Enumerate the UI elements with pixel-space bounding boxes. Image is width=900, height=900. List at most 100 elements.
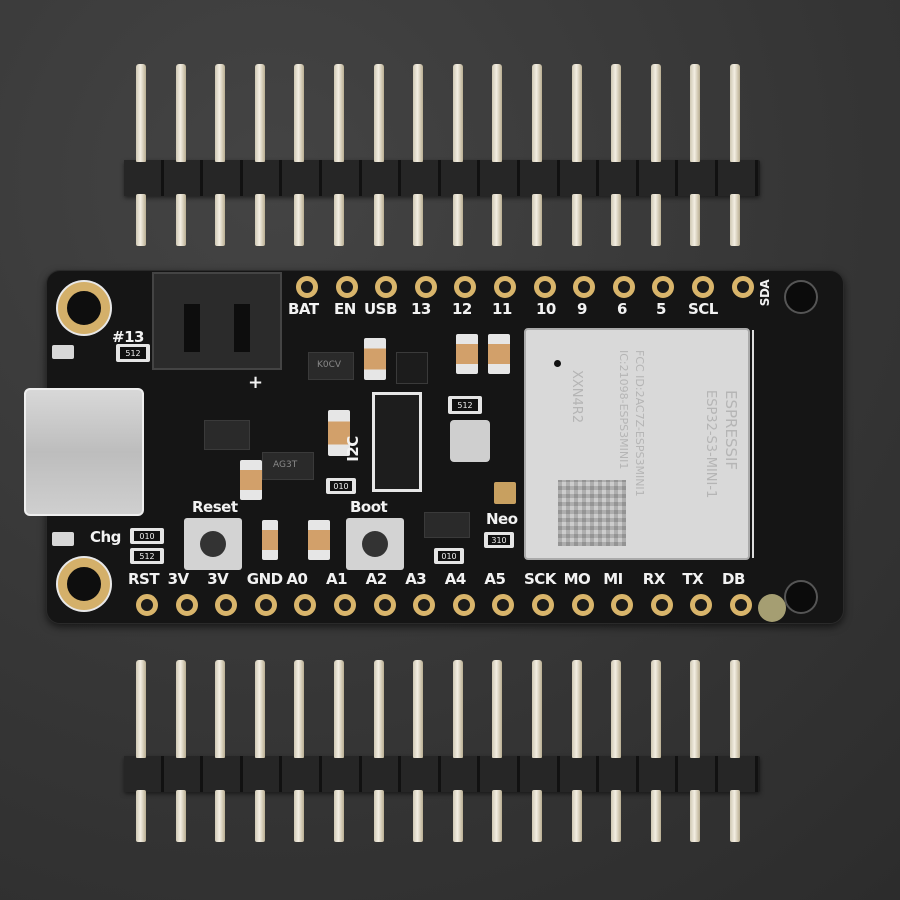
top-pin-label: 11 [492, 300, 512, 318]
header-pin [413, 194, 424, 246]
top-pin-label: EN [334, 300, 356, 318]
header-pin [730, 64, 740, 162]
pin-hole-bottom [294, 594, 317, 616]
header-pin [294, 660, 305, 758]
mounting-hole-top-left [58, 282, 110, 334]
capacitor [456, 334, 478, 374]
pin-hole-top [335, 276, 358, 298]
pin1-dot [554, 360, 561, 367]
header-pin [254, 64, 265, 162]
pin-hole-top [731, 276, 754, 298]
environment-sensor [450, 420, 490, 462]
top-pin-label: 10 [536, 300, 556, 318]
header-pin [215, 790, 226, 842]
top-pin-label: 13 [411, 300, 431, 318]
header-pin [611, 64, 622, 162]
header-pin [611, 660, 622, 758]
pcb-antenna [752, 330, 838, 558]
battery-jst-connector [152, 272, 282, 370]
top-pin-header [0, 64, 900, 254]
header-pin [492, 660, 503, 758]
esp32-s3-mini-module: ESPRESSIF ESP32-S3-MINI-1 FCC ID:2AC7Z-E… [524, 328, 750, 560]
capacitor [262, 520, 278, 560]
boot-button[interactable] [346, 518, 404, 570]
header-pin [611, 790, 622, 842]
header-pin [571, 660, 582, 758]
header-pin [334, 64, 344, 162]
test-pad [758, 594, 786, 622]
header-pin [136, 660, 146, 758]
header-pin [650, 64, 661, 162]
header-pin [452, 64, 463, 162]
header-pin [136, 64, 146, 162]
bottom-pin-label: A5 [484, 570, 506, 588]
header-pin [730, 660, 740, 758]
header-pin [571, 64, 582, 162]
header-pin [334, 790, 344, 842]
header-pin [730, 194, 740, 246]
resistor: 310 [484, 532, 514, 548]
header-pin [215, 64, 226, 162]
small-ic [396, 352, 428, 384]
header-pin [413, 790, 424, 842]
header-pin [690, 194, 701, 246]
transistor [424, 512, 470, 538]
pin-hole-bottom [334, 594, 356, 616]
pin-hole-bottom [215, 594, 238, 616]
header-plastic-bar [124, 160, 760, 196]
header-pin [492, 64, 503, 162]
capacitor [328, 410, 350, 456]
header-pin [413, 64, 424, 162]
plus-label: + [248, 372, 263, 393]
top-pin-label: 12 [452, 300, 472, 318]
resistor: 512 [116, 344, 150, 362]
header-pin [611, 194, 622, 246]
header-pin [373, 64, 384, 162]
bottom-pin-label: RST [128, 570, 160, 588]
header-pin [571, 790, 582, 842]
neopixel-led [494, 482, 516, 504]
pin-hole-bottom [571, 594, 594, 616]
usb-c-port[interactable] [24, 388, 144, 516]
mounting-hole-bottom-right [784, 580, 818, 614]
led-chg [52, 532, 74, 546]
header-pin [690, 660, 701, 758]
header-pin [136, 790, 146, 842]
mounting-hole-top-right [784, 280, 818, 314]
reset-button[interactable] [184, 518, 242, 570]
pin-hole-top [494, 276, 516, 298]
resistor: 010 [326, 478, 356, 494]
led-13 [52, 345, 74, 359]
header-pin [254, 194, 265, 246]
bottom-pin-label: GND [246, 570, 283, 588]
header-pin [373, 790, 384, 842]
header-pin [492, 790, 503, 842]
neo-label: Neo [486, 510, 518, 528]
boot-label: Boot [350, 498, 388, 516]
pin-hole-bottom [650, 594, 673, 616]
pin-hole-top [296, 276, 318, 298]
header-pin [215, 194, 226, 246]
stemma-qt-i2c-connector[interactable] [372, 392, 422, 492]
pin-hole-top [533, 276, 556, 298]
header-pin [136, 194, 146, 246]
led13-label: #13 [112, 328, 144, 346]
bottom-pin-label: A3 [405, 570, 427, 588]
header-pin [571, 194, 582, 246]
header-pin [175, 660, 186, 758]
header-pin [532, 64, 542, 162]
header-pin [215, 660, 226, 758]
header-pin [690, 64, 701, 162]
pin-hole-top [414, 276, 437, 298]
header-pin [532, 790, 542, 842]
pin-hole-bottom [492, 594, 515, 616]
header-pin [175, 790, 186, 842]
header-pin [690, 790, 701, 842]
top-pin-label: 6 [617, 300, 627, 318]
top-pin-label: 9 [577, 300, 587, 318]
bottom-pin-label: A1 [326, 570, 348, 588]
bottom-pin-label: 3V [207, 570, 229, 588]
pin-hole-top [454, 276, 477, 298]
resistor: 010 [130, 528, 164, 544]
bottom-pin-label: MI [603, 570, 623, 588]
